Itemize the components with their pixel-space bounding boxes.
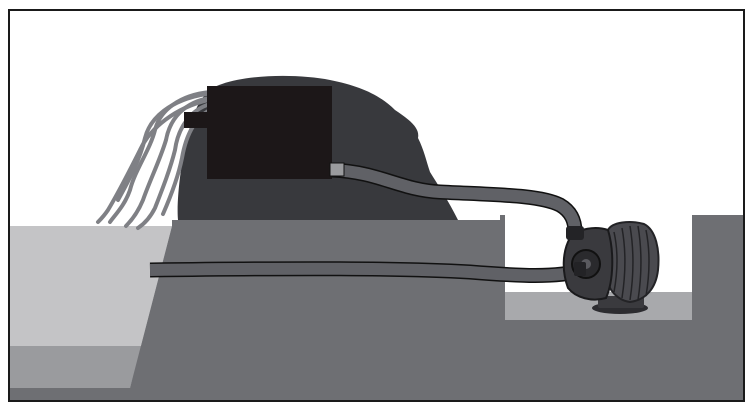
pump-inlet (574, 262, 586, 276)
ground (10, 215, 743, 400)
pump-fins (613, 225, 650, 301)
hose-fitting (329, 162, 345, 177)
pump-outlet (566, 226, 584, 240)
pump (562, 221, 660, 314)
intake-hose (149, 261, 587, 283)
spillway-box (207, 86, 332, 179)
spillway-lip (184, 112, 208, 128)
waterfall-streams (96, 90, 212, 230)
pond-deep-water (10, 346, 142, 388)
discharge-hose (331, 162, 583, 233)
